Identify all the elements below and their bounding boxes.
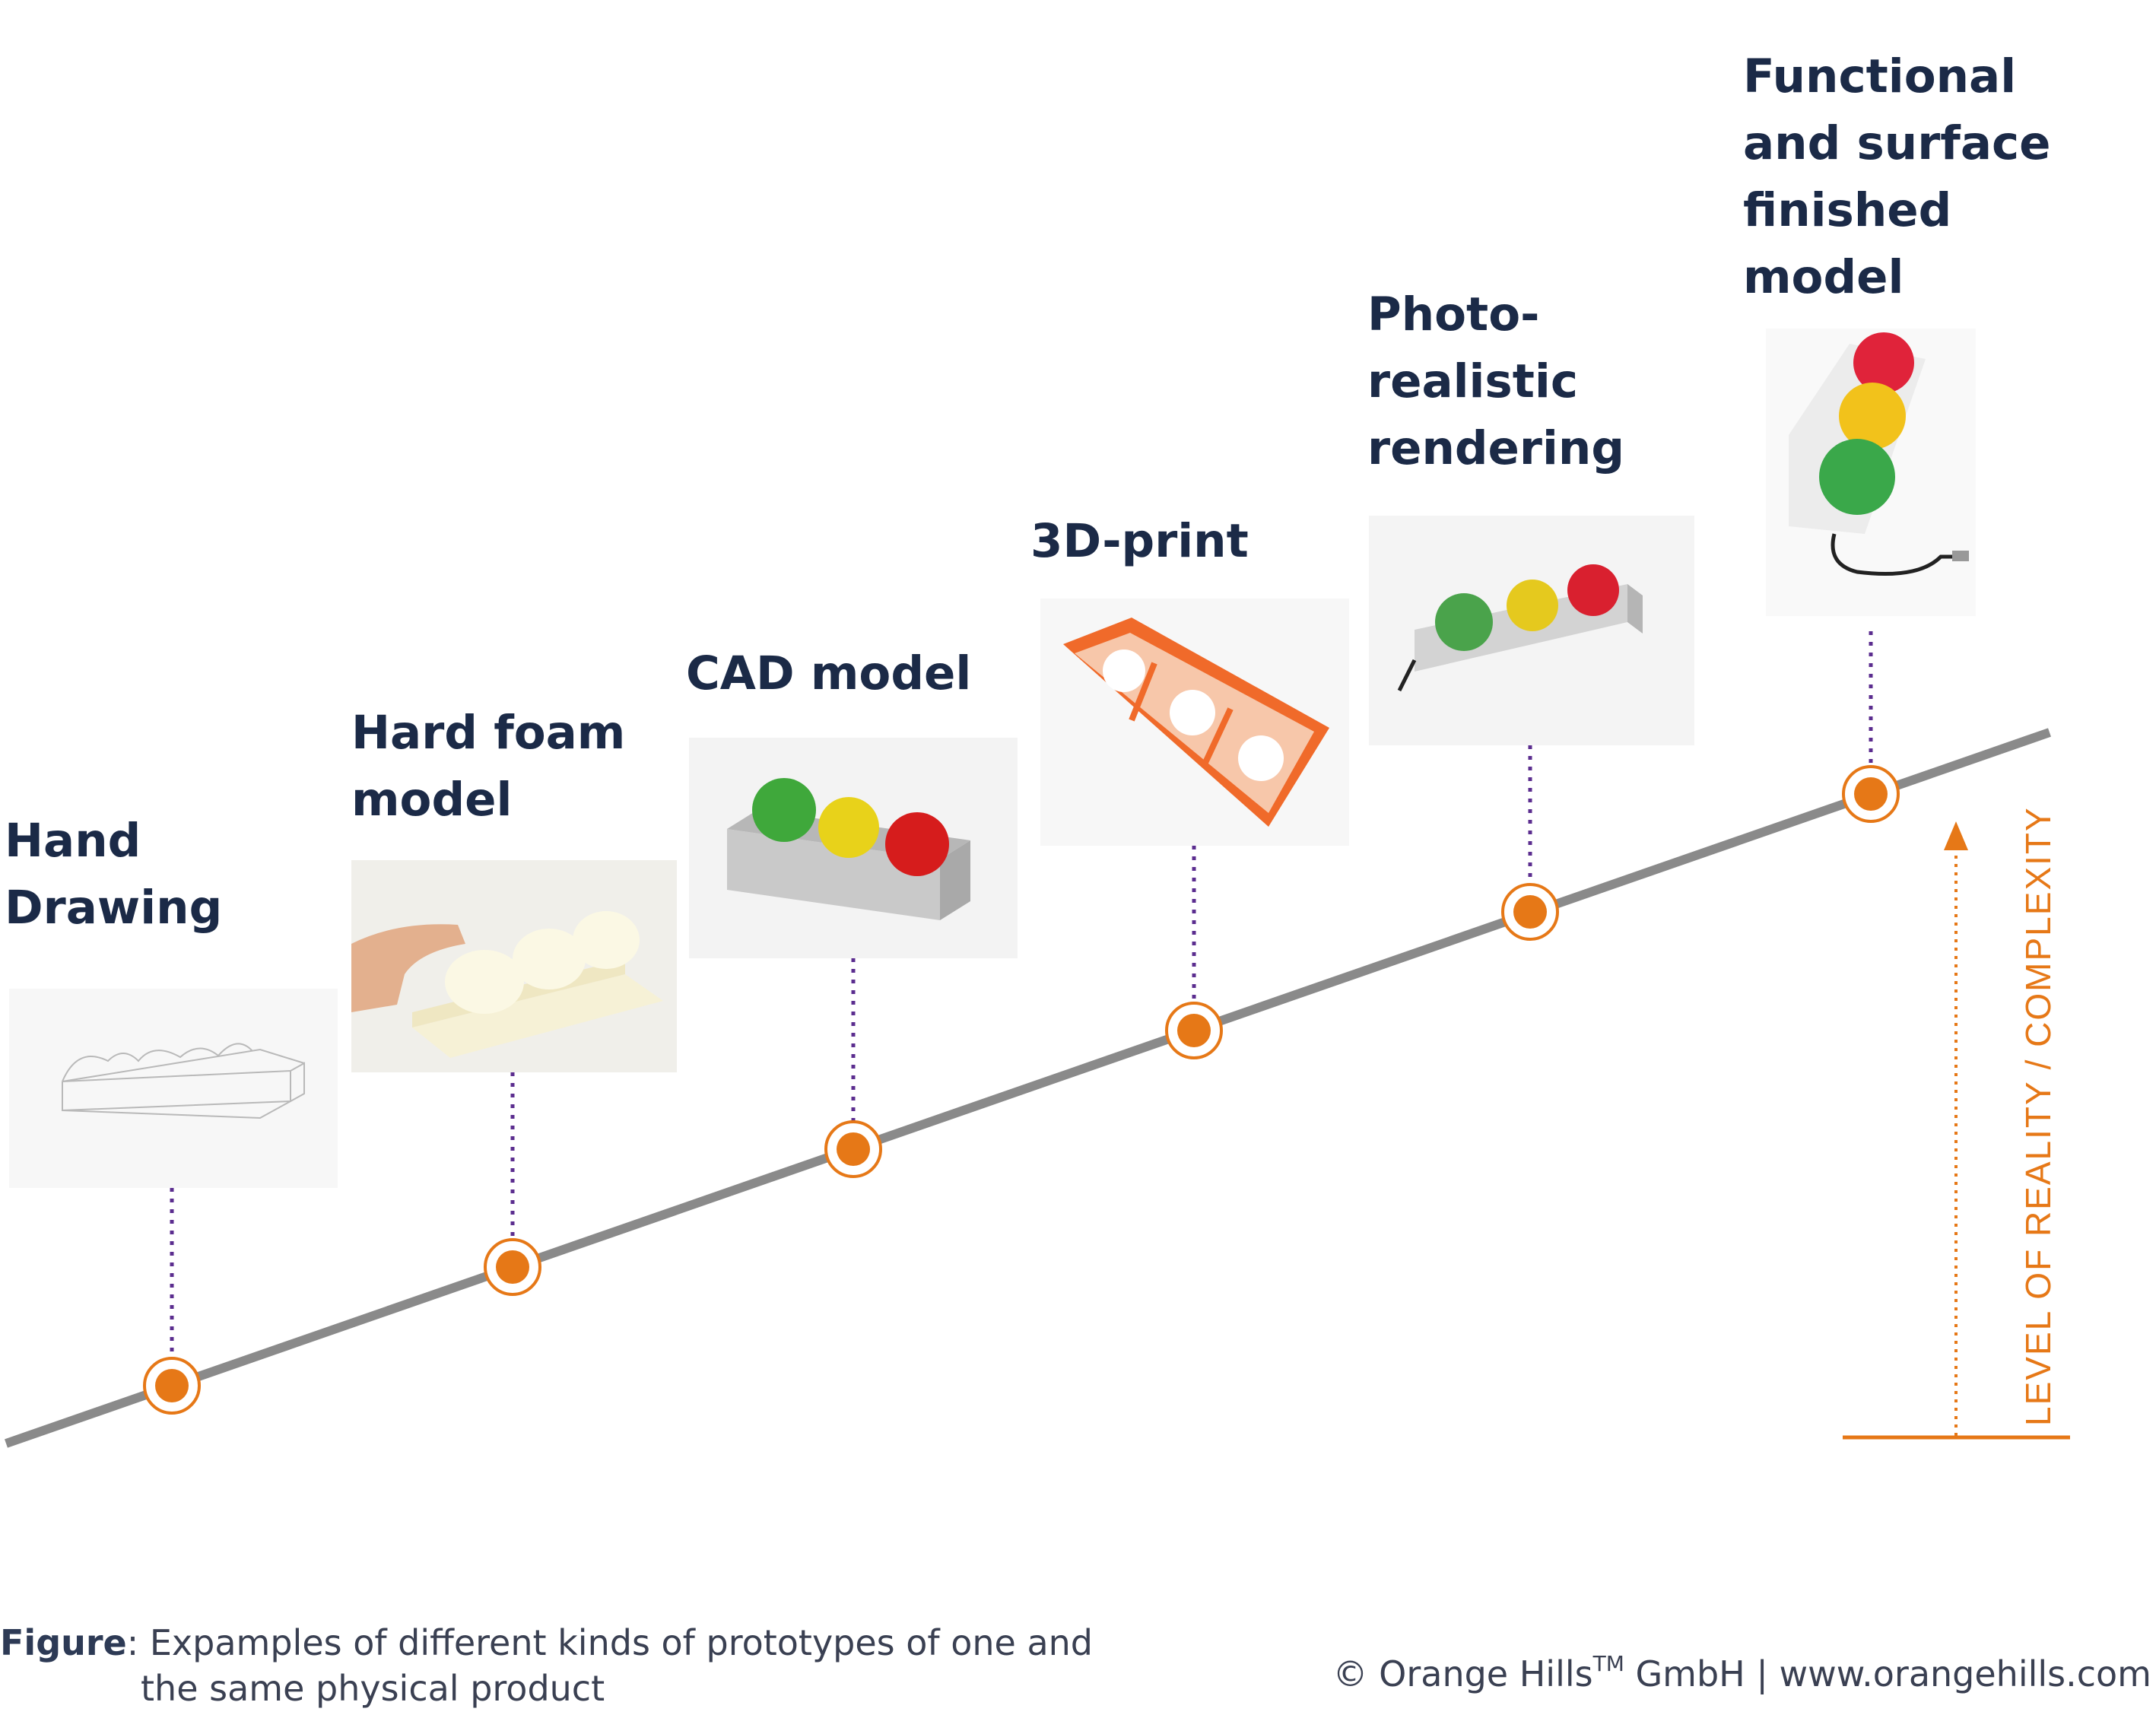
stage-label-cad-model: CAD model	[686, 646, 972, 700]
level-arrow	[1843, 821, 2070, 1440]
figure-caption: Figure: Expamples of different kinds of …	[0, 1620, 1141, 1711]
marker-dot-photo-realistic-rendering	[1513, 895, 1547, 929]
marker-dot-3d-print	[1177, 1014, 1211, 1047]
stage-label-photo-realistic-rendering: Photo- realistic rendering	[1367, 287, 1625, 475]
progress-line	[5, 728, 2051, 1448]
functional-finished-model-image	[1766, 329, 1976, 616]
level-arrow-head	[1944, 821, 1968, 850]
photo-realistic-rendering-image	[1369, 516, 1694, 745]
3d-print-image	[1040, 599, 1349, 846]
copyright-rest: GmbH | www.orangehills.com	[1624, 1653, 2152, 1694]
axis-label-level-of-reality: LEVEL OF REALITY / COMPLEXITY	[2018, 806, 2058, 1426]
stage-label-functional-finished-model: Functional and surface finished model	[1743, 49, 2051, 304]
stage-label-3d-print: 3D-print	[1030, 514, 1249, 568]
caption-prefix: Figure	[0, 1622, 127, 1663]
marker-dot-functional-finished-model	[1854, 777, 1888, 811]
caption-line-2: the same physical product	[141, 1668, 605, 1709]
cad-model-image	[689, 738, 1018, 958]
hand-drawing-image	[9, 989, 338, 1188]
hard-foam-model-image	[351, 860, 677, 1072]
marker-dot-hard-foam-model	[496, 1250, 529, 1284]
copyright-notice: © Orange HillsTM GmbH | www.orangehills.…	[1333, 1641, 2151, 1697]
stage-label-hand-drawing: Hand Drawing	[5, 814, 223, 935]
marker-dot-hand-drawing	[155, 1369, 189, 1402]
stage-label-hard-foam-model: Hard foam model	[351, 706, 626, 827]
marker-dot-cad-model	[837, 1132, 870, 1166]
copyright-company: © Orange Hills	[1332, 1653, 1593, 1694]
caption-line-1: : Expamples of different kinds of protot…	[126, 1622, 1093, 1663]
trademark-mark: TM	[1592, 1651, 1624, 1676]
